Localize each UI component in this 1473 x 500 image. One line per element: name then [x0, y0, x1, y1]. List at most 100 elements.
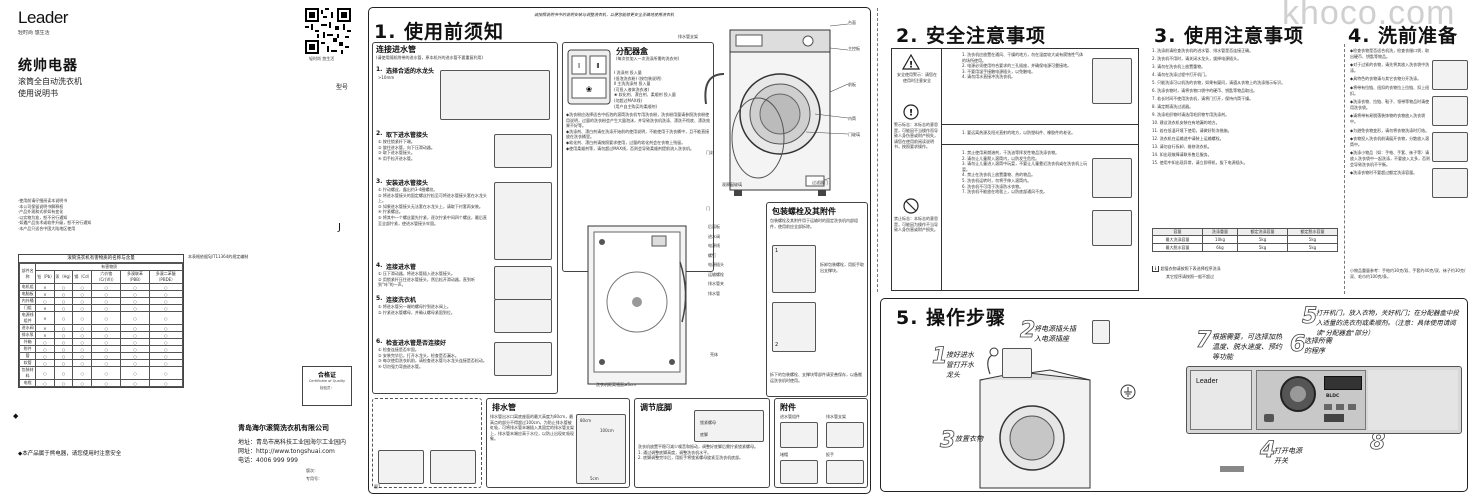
packing-text: 包装螺栓及其附件用于运输时的固定洗衣机内部组件，使用前应全部拆除。: [770, 218, 858, 229]
fold-line-left: [877, 8, 878, 292]
hazard-cell: ○: [148, 304, 184, 312]
hazard-cell: ○: [53, 331, 74, 339]
hazard-cell: ○: [53, 297, 74, 305]
hazard-header-cell: 六价铬（Cr(VI)）: [91, 270, 122, 284]
hazard-cell: 电源线组件: [18, 311, 37, 325]
capacity-cell: 10kg: [1201, 235, 1239, 244]
inlet-step-illustration-icon: [494, 266, 552, 300]
hazard-cell: ○: [91, 331, 122, 339]
prewash-item: ◆洗涤衣物、拉链、鞋子、领带等物品时请使用洗衣袋。: [1350, 99, 1430, 110]
quality-certificate: 合格证 Certificate of Quality 检验员：: [302, 366, 352, 406]
washer-back-diagram: [587, 225, 687, 385]
company-address: 地址：青岛市高科技工业园海尔工业园内: [238, 439, 347, 446]
panel-logo: BLDC: [1326, 394, 1340, 399]
packing-step2-icon: [772, 302, 816, 352]
hazard-cell: ○: [72, 290, 93, 298]
panel-brand: Leader: [1196, 378, 1218, 385]
prep-illustration-3: [1432, 132, 1468, 162]
inlet-step-body: ① 拧动螺丝，露出约3-4圈螺纹。② 将进水管接头的固定螺丝拧松至可将进水管接头…: [378, 187, 488, 226]
inlet-step-line: ② 将进水管接头的固定螺丝拧松至可将进水管接头套在水龙头上。: [378, 192, 487, 204]
hazard-cell: ○: [120, 352, 150, 360]
drain-text: 排水管出水口离底座面的最大高度为80cm，最高点的部分不得超过100cm，为防止…: [490, 414, 574, 442]
hazard-cell: ○: [53, 324, 74, 332]
hazard-cell: ○: [91, 366, 122, 380]
hazard-cell: 电脑板: [18, 290, 37, 298]
dispenser-drawer-front[interactable]: [1190, 370, 1252, 430]
table-row: 软管○○○○○○: [18, 359, 184, 367]
inlet-step-line: ③ 如果进水管接头无法套在水龙头上，请取下衬套再安装。: [378, 203, 483, 209]
drain-title: 排水管: [492, 403, 516, 412]
hazard-cell: ○: [120, 324, 150, 332]
op-step-8-number: 8: [1370, 430, 1386, 456]
inlet-step-line: ① 检查连接是否牢固。: [378, 347, 419, 352]
usage-note-line: 10. 建议洗衣机安装在有地漏的地方。: [1152, 119, 1220, 125]
inlet-step-title: 连接洗衣机: [386, 297, 417, 304]
hazard-cell: 附件: [18, 345, 37, 353]
hazard-cell: ○: [120, 290, 150, 298]
packing-bolts-box: [766, 202, 868, 397]
adjust-label-foot: 底脚: [700, 432, 708, 437]
connect-title: 连接进水管: [376, 45, 416, 54]
warn-label-2: 禁止标志：本标志的意思是，可能因为操作不当导致人身伤害或财产损失。: [894, 216, 938, 233]
hazard-cell: ○: [148, 379, 184, 387]
inlet-step-title: 取下进水管接头: [386, 132, 429, 139]
part-cabinet: 壳体: [710, 352, 718, 357]
op-step-6-text: 选择所需的程序: [1304, 337, 1332, 355]
hazard-cell: ○: [91, 311, 122, 325]
hazard-cell: ×: [35, 324, 55, 332]
hazard-cell: ○: [120, 359, 150, 367]
inlet-step-line: ④ 拧紧螺丝。: [378, 209, 403, 215]
delay-button[interactable]: [1348, 404, 1356, 410]
capacity-cell: 最大洗涤容量: [1152, 235, 1203, 244]
qr-caption: 轻时尚 悠生活: [309, 56, 335, 61]
capacity-cell: 6kg: [1201, 243, 1239, 252]
hazard-cell: ○: [35, 338, 55, 346]
hazard-cell: ○: [53, 338, 74, 346]
inlet-step-body: ① 检查连接是否牢固。② 安装完毕后，打开水龙头，检查是否漏水。③ 每次使用洗衣…: [378, 347, 488, 369]
prep-footer: 小物品重量参考：手帕约30克/双、手套约40克/双、袜子约30克/双、毛巾约10…: [1350, 268, 1466, 279]
capacity-header-cell: 额定脱水容量: [1287, 228, 1338, 236]
op-step-5-number: 5: [1302, 304, 1318, 330]
spin-button[interactable]: [1336, 404, 1344, 410]
prewash-item: ◆对于过紧的衣物，请先将其放入洗衣袋中洗涤。: [1350, 62, 1430, 73]
usage-notes: 1. 洗涤前请检查洗衣机的进水管、排水管是否连接正确。2. 洗衣机不用时，请关闭…: [1152, 48, 1338, 226]
svg-text:Ⅱ: Ⅱ: [596, 62, 599, 70]
drain-figure-left: [378, 450, 424, 484]
prewash-item: ◆洗涤小物品（如：手帕、手套、袜子等）请放入洗衣袋中一起洗涤，不要放入太多，否则…: [1350, 150, 1430, 167]
doc-type: 使用说明书: [18, 89, 58, 98]
capacity-cell: 5kg: [1237, 243, 1289, 252]
prohibition-icon: [903, 198, 919, 214]
usage-note-line: 1. 洗涤前请检查洗衣机的进水管、排水管是否连接正确。: [1152, 48, 1254, 53]
inlet-step-title: 检查进水管是否连接好: [386, 340, 447, 347]
hazard-cell: ○: [72, 283, 93, 291]
temp-button[interactable]: [1324, 404, 1332, 410]
ground-icon: [1120, 384, 1136, 400]
usage-note-line: 11. 若在低温环境下使用，请做好防冻措施。: [1152, 127, 1232, 133]
brand-slogan: 轻时尚 悠生活: [18, 30, 50, 36]
start-pause-button[interactable]: [1324, 414, 1344, 422]
panel-bottom-bar: [1220, 466, 1244, 472]
note-badge-icon: i: [1152, 266, 1160, 272]
hazard-cell: ○: [35, 352, 55, 360]
hazard-cell: ○: [148, 338, 184, 346]
qr-code-icon: [305, 8, 351, 54]
op-step-1-text: 接好进水管打开水龙头: [946, 351, 974, 379]
op-step-7-number: 7: [1196, 328, 1212, 354]
inlet-step-line: ① 拧动螺丝，露出约3-4圈螺纹。: [378, 187, 438, 192]
back-part-labels: 后面板进水阀电源线 螺钉电源插头运输螺栓 排水管夹排水管: [708, 224, 724, 296]
table-row: 电缆○○○○○○: [18, 379, 184, 387]
packing-step1-icon: [772, 245, 816, 293]
hazard-cell: ○: [148, 283, 184, 291]
operation-washer-diagram: [979, 347, 1091, 489]
drain-height-diagram: [576, 414, 626, 484]
hazard-cell: 门组: [18, 304, 37, 312]
hazard-cell: ○: [120, 338, 150, 346]
socket-icon: [1092, 320, 1110, 344]
adjust-text: 洗衣机放置平稳可减少噪音和振动，调整好底脚后需拧紧锁紧螺母。1. 通过调整底脚高…: [638, 444, 758, 461]
inlet-step-illustration-icon: [494, 299, 552, 333]
power-button[interactable]: [1264, 414, 1274, 422]
hazard-cell: ○: [120, 366, 150, 380]
part-door: 门: [706, 206, 710, 211]
hazard-cell: ○: [91, 283, 122, 291]
